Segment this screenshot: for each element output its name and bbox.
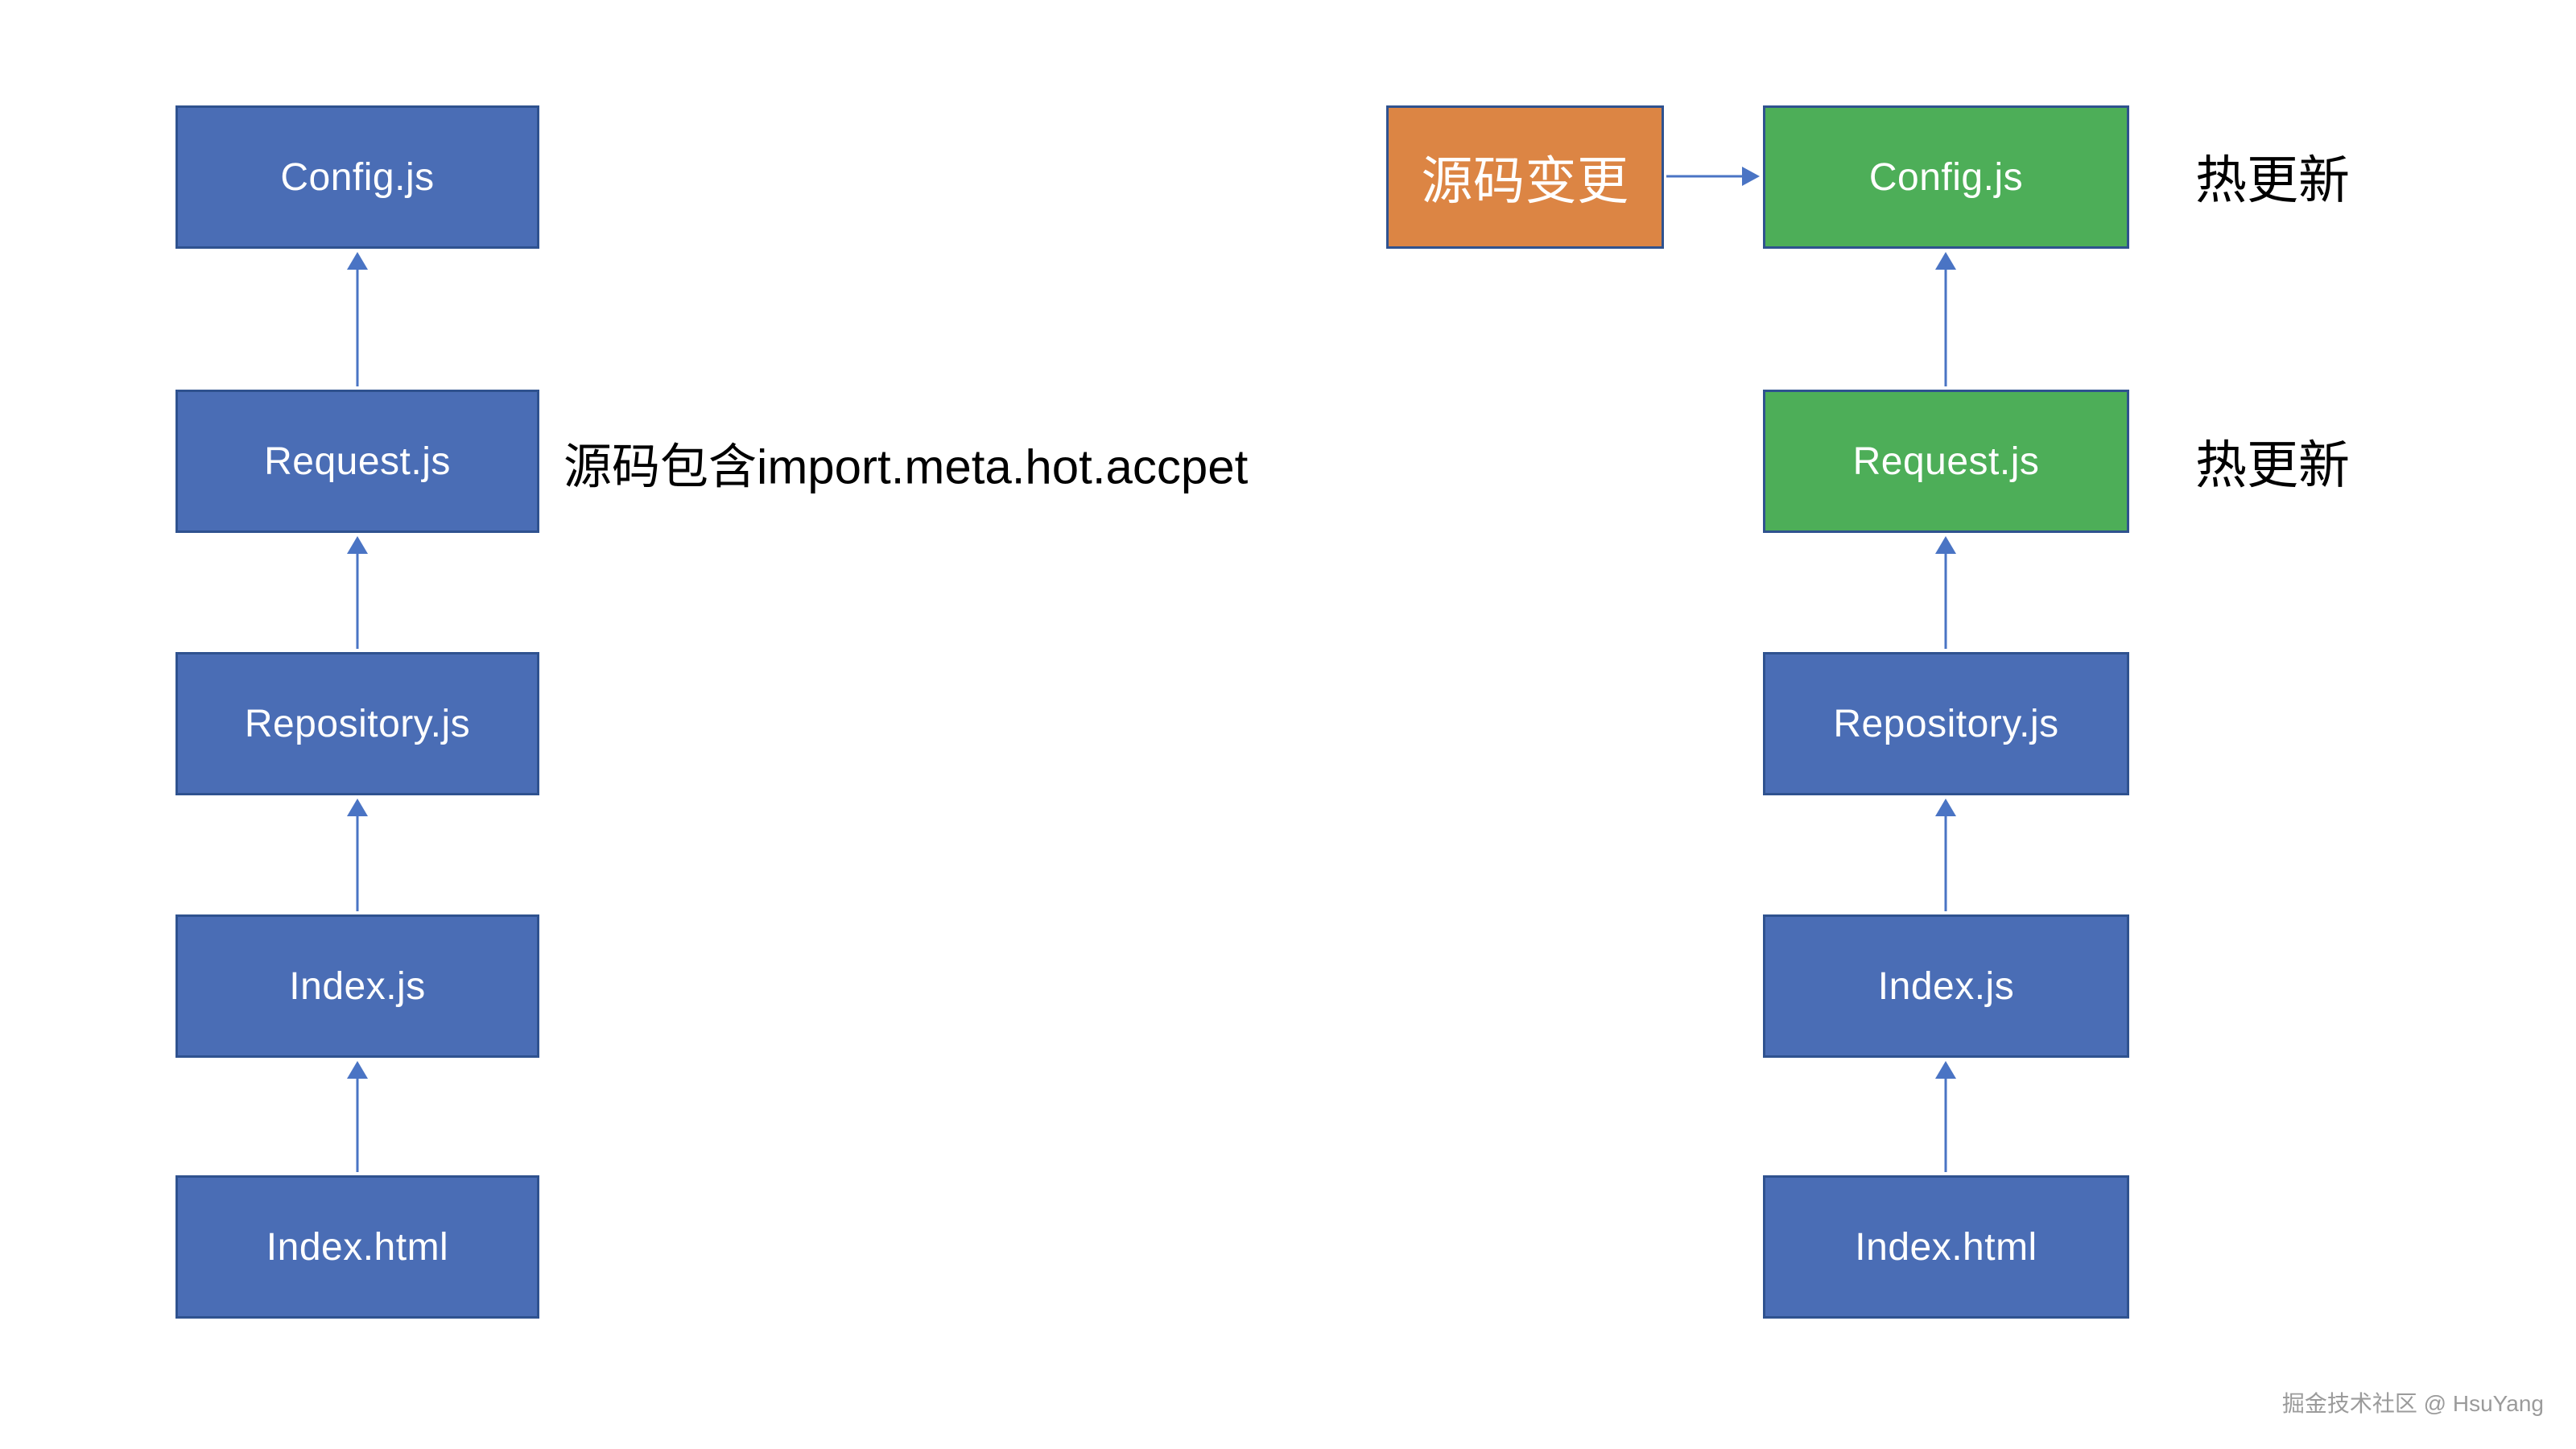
box-label: Repository.js — [1833, 702, 2059, 745]
right-box-repository-js: Repository.js — [1763, 652, 2129, 795]
hot-update-label-config: 热更新 — [2195, 151, 2350, 209]
source-change-trigger-box: 源码变更 — [1386, 105, 1664, 249]
box-label: 源码变更 — [1421, 152, 1629, 210]
box-label: Config.js — [280, 155, 435, 199]
box-label: Config.js — [1868, 155, 2024, 199]
box-label: Request.js — [264, 440, 451, 483]
up-arrow-icon — [345, 536, 370, 649]
hot-update-label-request: 热更新 — [2195, 436, 2350, 494]
watermark: 掘金技术社区 @ HsuYang — [2281, 1391, 2544, 1416]
right-arrow-icon — [1666, 167, 1760, 186]
left-box-index-js: Index.js — [175, 914, 539, 1058]
up-arrow-icon — [345, 799, 370, 911]
box-label: Repository.js — [244, 702, 471, 745]
up-arrow-icon — [1933, 799, 1959, 911]
right-box-config-js: Config.js — [1763, 105, 2129, 249]
box-label: Index.js — [289, 964, 426, 1008]
up-arrow-icon — [1933, 536, 1959, 649]
left-box-repository-js: Repository.js — [175, 652, 539, 795]
right-box-request-js: Request.js — [1763, 390, 2129, 533]
box-label: Index.html — [1855, 1225, 2037, 1269]
up-arrow-icon — [345, 252, 370, 386]
box-label: Index.js — [1877, 964, 2015, 1008]
up-arrow-icon — [1933, 252, 1959, 386]
left-box-index-html: Index.html — [175, 1175, 539, 1319]
left-box-request-js: Request.js — [175, 390, 539, 533]
left-note-text: 源码包含import.meta.hot.accpet — [564, 440, 1249, 494]
right-box-index-html: Index.html — [1763, 1175, 2129, 1319]
up-arrow-icon — [1933, 1061, 1959, 1172]
up-arrow-icon — [345, 1061, 370, 1172]
box-label: Index.html — [266, 1225, 449, 1269]
box-label: Request.js — [1852, 440, 2040, 483]
left-box-config-js: Config.js — [175, 105, 539, 249]
right-box-index-js: Index.js — [1763, 914, 2129, 1058]
